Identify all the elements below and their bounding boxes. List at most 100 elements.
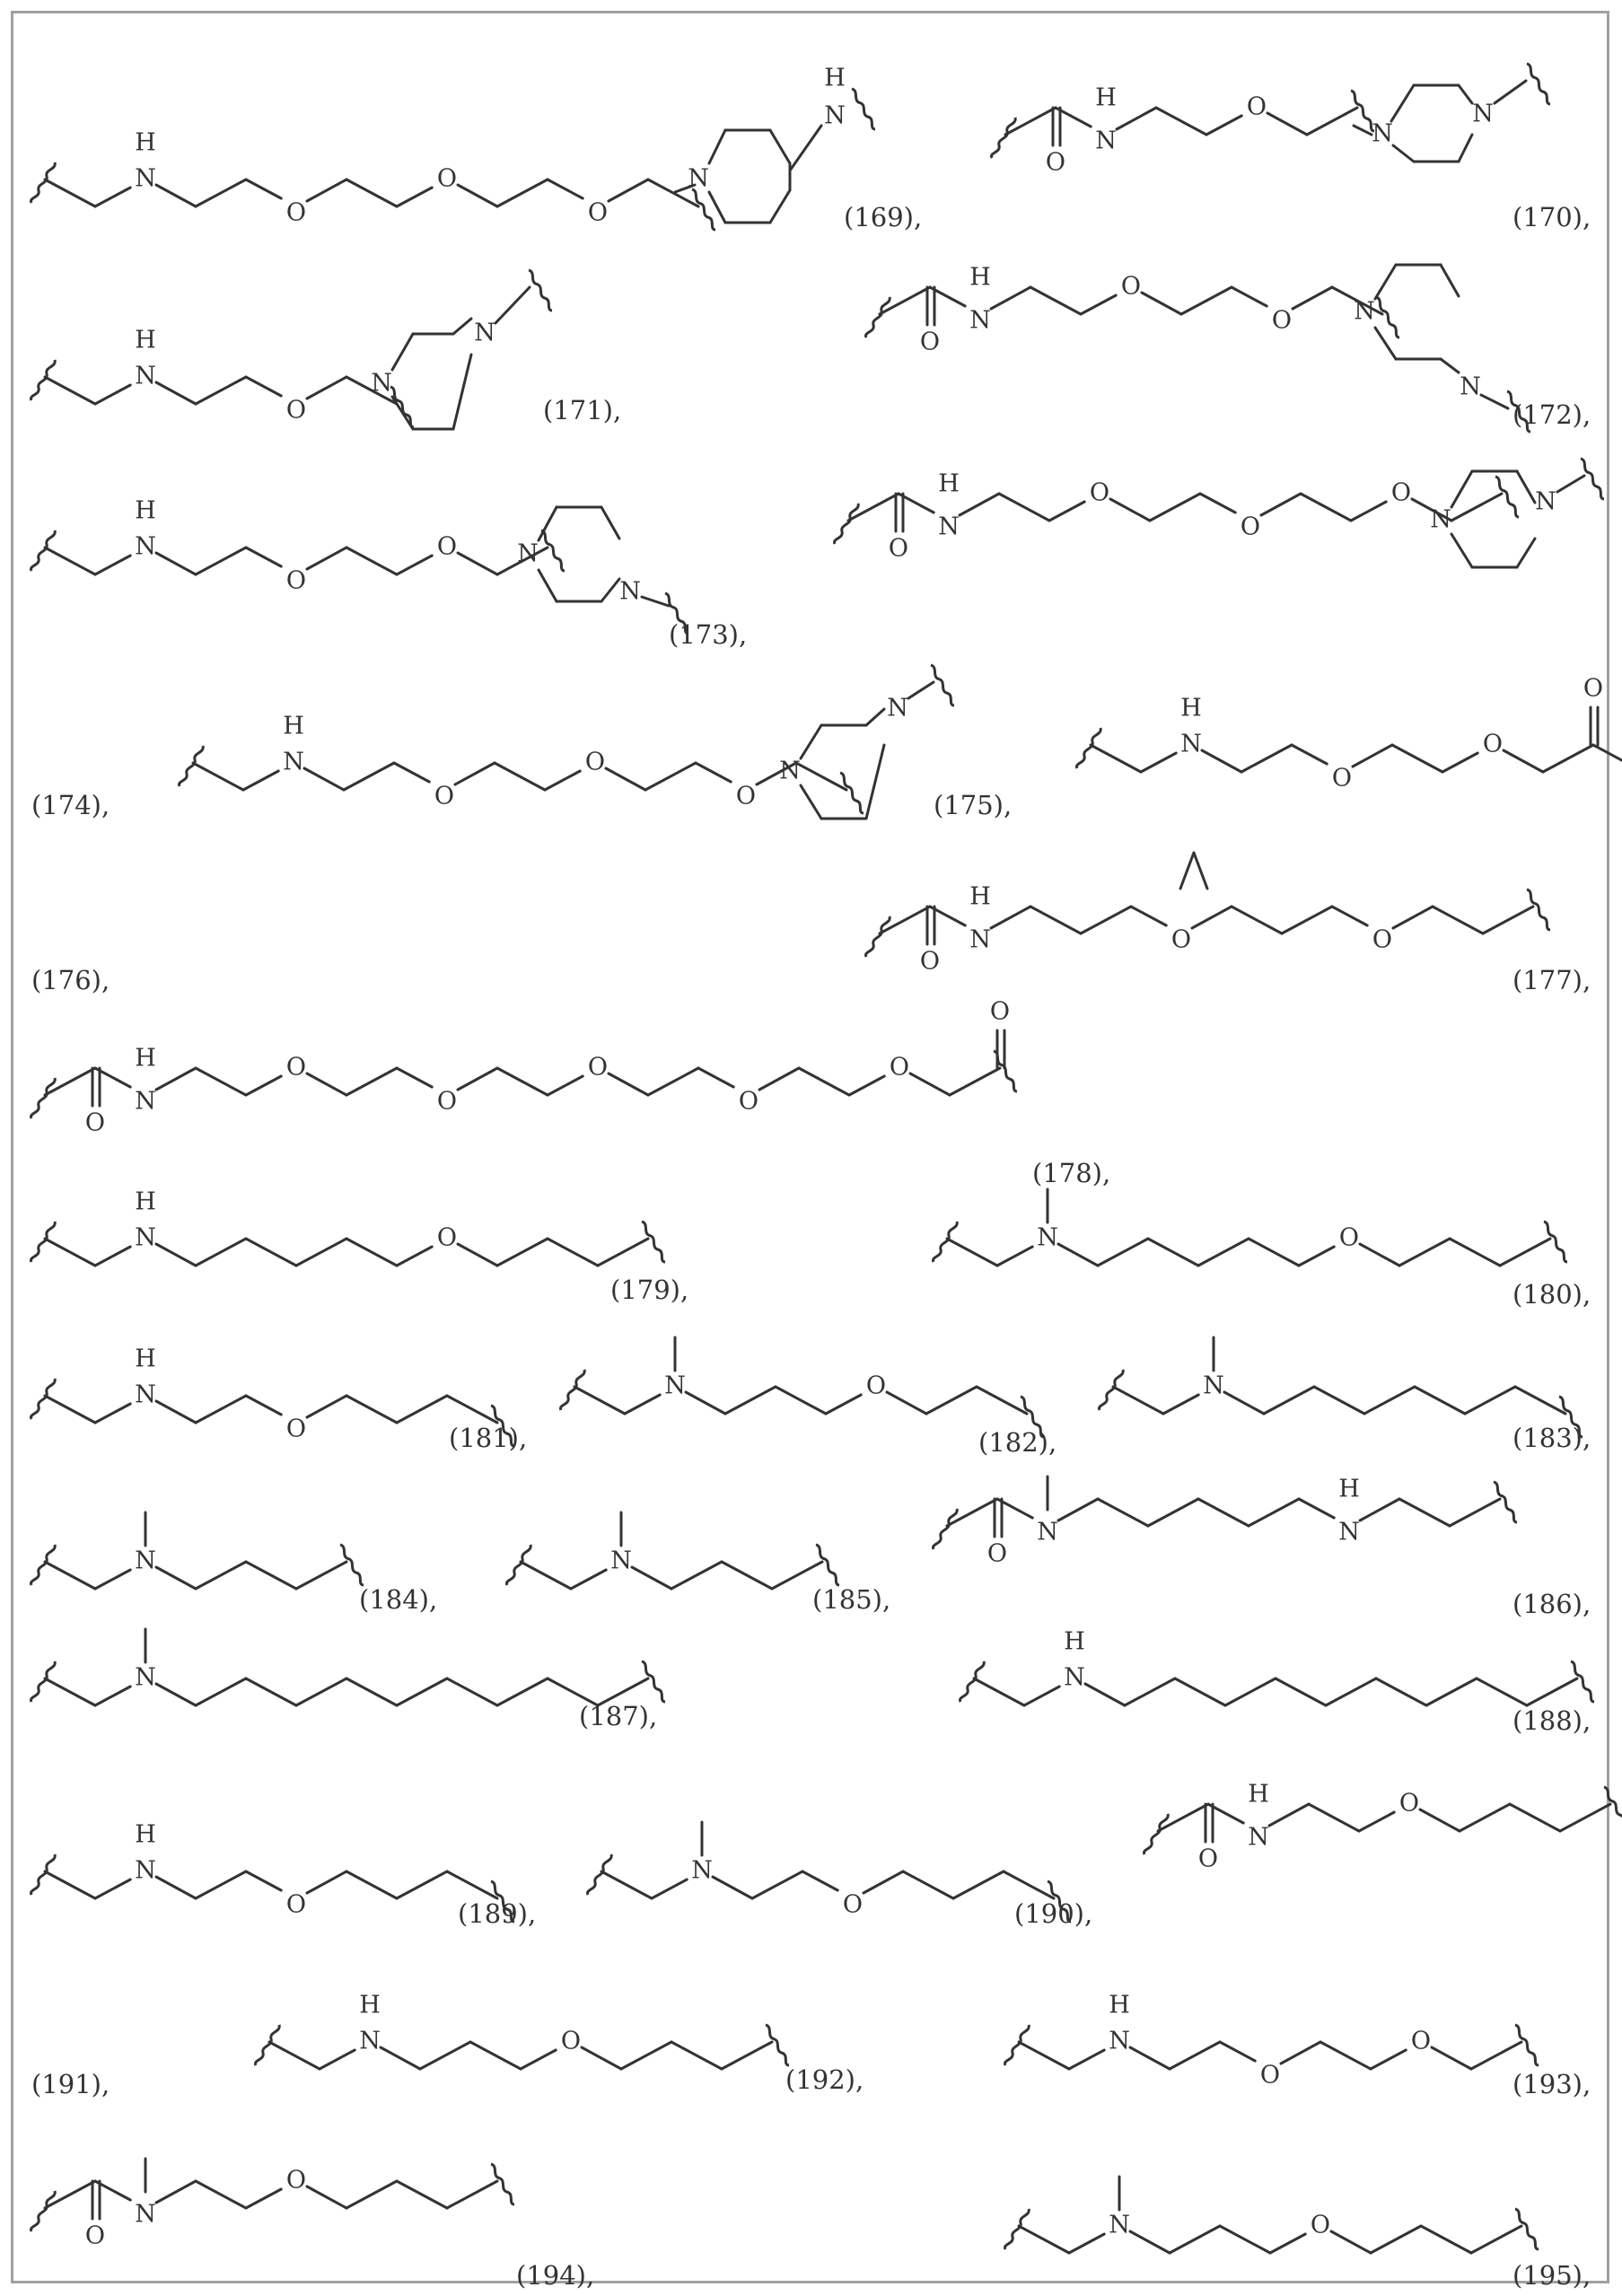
oxygen-atom: O xyxy=(286,567,306,595)
bond xyxy=(1353,745,1392,767)
bond xyxy=(864,1871,903,1893)
hydrogen-atom: H xyxy=(135,327,156,355)
bond xyxy=(495,763,545,790)
bond xyxy=(645,763,696,790)
bond xyxy=(196,1871,246,1898)
bond xyxy=(1442,753,1477,772)
bond xyxy=(156,1401,196,1423)
label-175: (175), xyxy=(934,790,1012,820)
bond xyxy=(1081,907,1131,933)
bond xyxy=(1371,2050,1406,2069)
bond xyxy=(1500,1239,1550,1266)
bond xyxy=(156,185,196,206)
bond xyxy=(910,1074,950,1095)
bond xyxy=(381,2047,420,2069)
bond xyxy=(1314,1387,1364,1414)
ring-nitrogen-atom: N xyxy=(1430,506,1451,534)
nitrogen-atom: N xyxy=(135,1857,156,1885)
label-191: (191), xyxy=(31,2069,110,2099)
ring-nitrogen-atom: N xyxy=(779,758,801,785)
bond xyxy=(246,1239,296,1266)
bond xyxy=(1058,1244,1098,1266)
oxygen-atom: O xyxy=(588,199,608,227)
bond xyxy=(246,548,281,566)
structure-188: NH xyxy=(960,1628,1596,1706)
bond xyxy=(1307,108,1357,135)
bond xyxy=(950,1068,1000,1095)
bond xyxy=(458,185,497,206)
bond xyxy=(156,1567,196,1589)
bond xyxy=(722,2042,772,2069)
bond xyxy=(420,2042,470,2069)
bond xyxy=(574,1387,625,1414)
bond xyxy=(752,1871,802,1898)
attachment-point-wavy xyxy=(865,916,891,958)
bond xyxy=(246,377,281,396)
structure-174-ring: NN xyxy=(779,664,955,819)
ring-nitrogen-atom: N xyxy=(1472,101,1494,128)
bond xyxy=(801,725,821,758)
bond xyxy=(1593,745,1622,764)
oxygen-atom: O xyxy=(1391,479,1411,507)
bond xyxy=(95,1687,130,1705)
nitrogen-atom: N xyxy=(135,2201,156,2229)
structure-187: N xyxy=(31,1629,667,1705)
nitrogen-atom: N xyxy=(1203,1372,1224,1400)
nitrogen-atom: N xyxy=(1109,2212,1130,2239)
bond xyxy=(1267,113,1307,135)
bond xyxy=(1005,108,1056,135)
bond xyxy=(1515,1387,1565,1414)
oxygen-atom: O xyxy=(739,1088,758,1116)
bond xyxy=(1483,907,1533,933)
bond xyxy=(196,377,246,404)
bond xyxy=(346,2181,397,2208)
nitrogen-atom: N xyxy=(664,1372,686,1400)
bond xyxy=(453,355,471,429)
ring-nitrogen-atom: N xyxy=(688,165,709,193)
bond xyxy=(397,1247,432,1266)
structure-169-ring: NNH xyxy=(675,65,877,223)
nitrogen-atom: N xyxy=(824,102,846,130)
bond xyxy=(1110,499,1150,521)
bond xyxy=(725,1387,776,1414)
oxygen-atom: O xyxy=(866,1372,886,1400)
bond xyxy=(1399,1499,1450,1526)
label-195: (195), xyxy=(1512,2260,1591,2291)
structure-178: ONHOOOOOO xyxy=(31,998,1019,1137)
bond xyxy=(1249,1239,1299,1266)
bond xyxy=(1364,1387,1415,1414)
bond xyxy=(1130,2047,1170,2069)
bond xyxy=(1180,853,1194,889)
structure-173: NHOO xyxy=(31,497,566,595)
bond xyxy=(1276,1678,1326,1705)
label-185: (185), xyxy=(812,1584,890,1615)
nitrogen-atom: N xyxy=(691,1857,713,1885)
bond xyxy=(344,763,394,790)
bond xyxy=(497,1068,548,1095)
bond xyxy=(497,180,548,206)
bond xyxy=(243,771,278,790)
ring-nitrogen-atom: N xyxy=(371,370,392,398)
bond xyxy=(1081,295,1116,314)
bond xyxy=(521,1562,571,1589)
bond xyxy=(625,1395,660,1414)
nitrogen-atom: N xyxy=(1338,1519,1360,1547)
label-189: (189), xyxy=(458,1898,536,1929)
bond xyxy=(652,1880,687,1898)
oxygen-atom: O xyxy=(1339,1224,1359,1252)
bond xyxy=(926,1387,977,1414)
bond xyxy=(397,2181,447,2208)
bond xyxy=(453,319,471,334)
bond xyxy=(397,1396,447,1423)
structure-186: ONNH xyxy=(933,1476,1519,1568)
bond xyxy=(45,1871,95,1898)
label-179: (179), xyxy=(610,1275,688,1305)
bond xyxy=(1543,745,1593,772)
bond xyxy=(397,1068,432,1087)
label-169: (169), xyxy=(844,202,922,232)
structure-183: N xyxy=(1099,1337,1584,1438)
bond xyxy=(470,2042,521,2069)
bond xyxy=(1459,135,1472,162)
oxygen-atom: O xyxy=(1090,479,1109,507)
